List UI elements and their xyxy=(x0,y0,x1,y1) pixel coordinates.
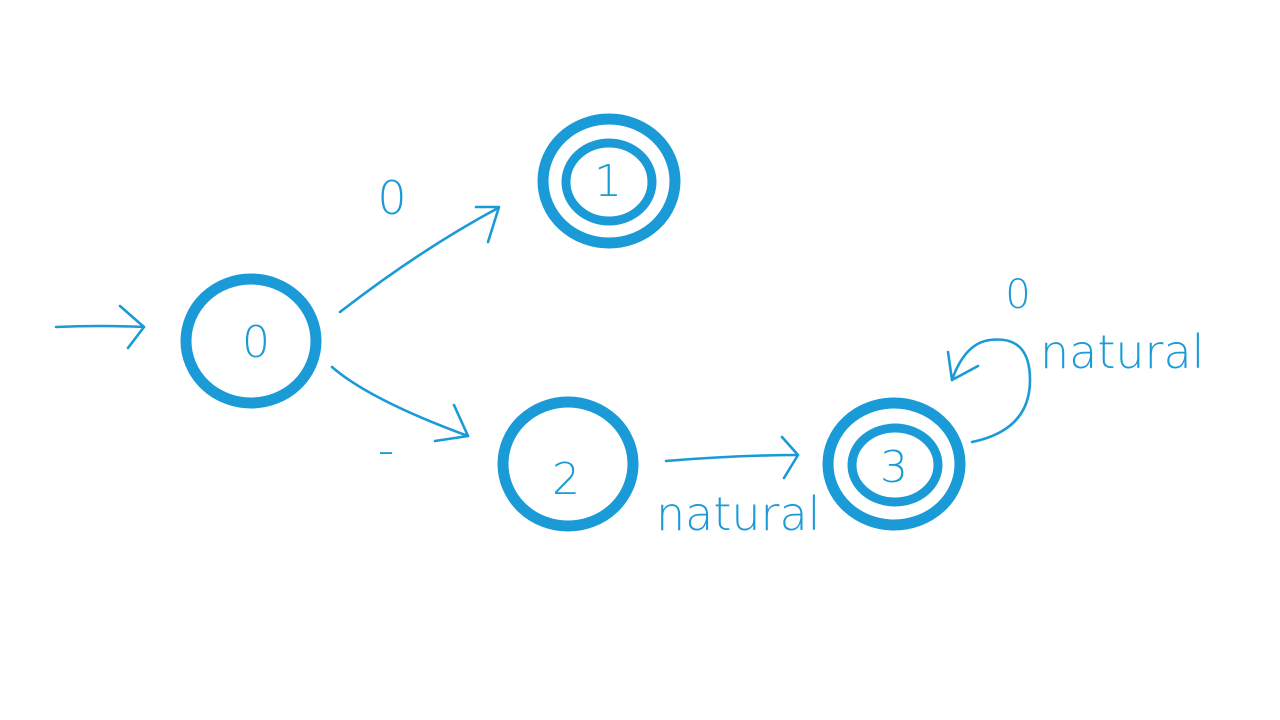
state-1-label: 1 xyxy=(594,156,622,207)
state-1-outer-ring xyxy=(537,113,681,249)
state-3-label: 3 xyxy=(880,442,908,493)
transition-0-to-1-label: 0 xyxy=(377,171,406,225)
state-3: 3 xyxy=(822,397,966,531)
transition-0-to-1: 0 xyxy=(338,171,501,314)
state-3-outer-ring xyxy=(822,397,966,531)
transition-0-to-2-label: - xyxy=(378,423,395,477)
transition-0-to-2: - xyxy=(330,365,470,477)
start-arrow xyxy=(54,304,146,350)
state-2-ring xyxy=(497,396,639,532)
transition-2-to-3-label: natural xyxy=(656,487,820,541)
state-1-inner-ring xyxy=(561,138,657,226)
state-0-ring xyxy=(180,273,322,409)
transition-3-self-loop: 0 natural xyxy=(946,272,1204,444)
state-2-label: 2 xyxy=(552,454,580,505)
transition-3-self-loop-top-label: 0 xyxy=(1005,272,1030,318)
state-2: 2 xyxy=(497,396,639,532)
transition-3-self-loop-label: natural xyxy=(1040,325,1204,379)
state-3-inner-ring xyxy=(847,423,943,507)
transition-2-to-3: natural xyxy=(656,435,820,541)
state-1: 1 xyxy=(537,113,681,249)
state-0: 0 xyxy=(180,273,322,409)
state-0-label: 0 xyxy=(242,317,270,368)
